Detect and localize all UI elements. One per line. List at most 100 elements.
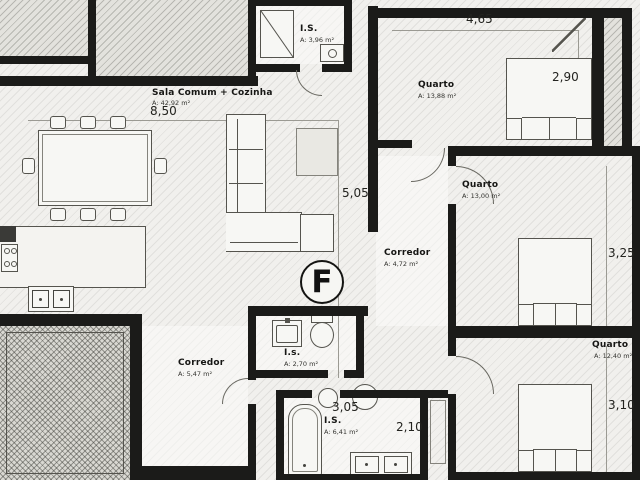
pillow-divider bbox=[549, 118, 550, 139]
wall bbox=[368, 6, 378, 232]
chair bbox=[50, 208, 66, 221]
side-table bbox=[300, 214, 334, 252]
drain-dot bbox=[39, 298, 42, 301]
room-label-quarto-bottom: Quarto bbox=[592, 340, 629, 350]
wall bbox=[0, 76, 258, 86]
sofa-horizontal-arm bbox=[226, 212, 302, 252]
dim-is-bottom-depth: 2,10 bbox=[396, 420, 423, 434]
wall bbox=[344, 370, 364, 378]
sofa-seat-line bbox=[230, 242, 298, 243]
wall bbox=[322, 64, 352, 72]
chair bbox=[110, 208, 126, 221]
wall bbox=[420, 390, 428, 474]
wall bbox=[448, 472, 640, 480]
sofa-back-line bbox=[237, 119, 238, 249]
dim-line bbox=[28, 120, 338, 121]
balcony-area bbox=[0, 326, 130, 480]
balcony-inner-line bbox=[6, 332, 124, 474]
wall bbox=[632, 146, 640, 480]
bed bbox=[518, 384, 592, 472]
bed-line bbox=[533, 449, 577, 450]
wall bbox=[248, 404, 256, 480]
dim-quarto-bottom-depth: 3,10 bbox=[608, 398, 635, 412]
bathtub bbox=[288, 404, 322, 476]
bed-corner bbox=[576, 304, 592, 326]
wall bbox=[340, 390, 448, 398]
bathtub-inner bbox=[292, 408, 318, 472]
dim-is-bottom-width: 3,05 bbox=[332, 400, 359, 414]
washbasin bbox=[320, 44, 344, 62]
room-label-quarto-top: Quarto bbox=[418, 80, 455, 90]
dining-table-inner-line bbox=[42, 134, 148, 202]
wall bbox=[368, 8, 630, 18]
sink-bowl bbox=[32, 290, 49, 308]
kitchen-sink bbox=[28, 286, 74, 312]
unit-letter-badge: F bbox=[300, 260, 344, 304]
kitchen-appliance bbox=[0, 226, 16, 242]
door-leaf bbox=[552, 18, 586, 52]
wall bbox=[256, 370, 328, 378]
sink-bowl bbox=[53, 290, 70, 308]
wall bbox=[356, 306, 364, 378]
shower bbox=[260, 10, 294, 58]
wall bbox=[0, 56, 96, 64]
room-area-quarto-mid: A: 13,00 m² bbox=[462, 192, 501, 200]
room-label-corredor-bottom: Corredor bbox=[178, 358, 225, 368]
basin-bowl bbox=[355, 456, 379, 473]
neighbor-area-hatch bbox=[0, 0, 88, 56]
room-area-quarto-bottom: A: 12,40 m² bbox=[594, 352, 633, 360]
wall bbox=[248, 306, 368, 316]
chair bbox=[110, 116, 126, 129]
toilet-top-circle bbox=[318, 388, 338, 408]
neighbor-area-hatch bbox=[96, 0, 248, 76]
door-arc bbox=[296, 70, 322, 96]
wall bbox=[448, 146, 456, 166]
dim-quarto-top-depth: 2,90 bbox=[552, 70, 579, 84]
room-area-is-top: A: 3,96 m² bbox=[300, 36, 335, 44]
bed-corner bbox=[518, 450, 534, 472]
wall bbox=[344, 0, 352, 72]
dim-line bbox=[606, 166, 607, 326]
bed-corner bbox=[576, 450, 592, 472]
dining-table bbox=[38, 130, 152, 206]
wall bbox=[248, 0, 352, 6]
sofa-cushion-line bbox=[229, 183, 263, 184]
basin-bowl bbox=[384, 456, 408, 473]
sofa-cushion-line bbox=[229, 149, 263, 150]
chair bbox=[80, 208, 96, 221]
wall bbox=[256, 64, 300, 72]
wall bbox=[448, 204, 456, 326]
room-area-is-bottom: A: 6,41 m² bbox=[324, 428, 359, 436]
chair bbox=[50, 116, 66, 129]
wall bbox=[592, 8, 604, 148]
wall bbox=[276, 474, 428, 480]
pillow-divider bbox=[555, 304, 556, 325]
unit-letter: F bbox=[311, 264, 333, 300]
chair bbox=[80, 116, 96, 129]
chair bbox=[22, 158, 35, 174]
room-area-quarto-top: A: 13,88 m² bbox=[418, 92, 457, 100]
bed-line bbox=[522, 117, 576, 118]
burner bbox=[11, 248, 17, 254]
double-washbasin bbox=[350, 452, 412, 476]
room-label-is-bottom: I.S. bbox=[324, 416, 342, 426]
room-label-quarto-mid: Quarto bbox=[462, 180, 499, 190]
wall bbox=[370, 140, 412, 148]
wall bbox=[248, 0, 256, 76]
shower-diagonal bbox=[261, 11, 293, 57]
drain-dot bbox=[303, 464, 306, 467]
pillow-divider bbox=[555, 450, 556, 471]
exterior-strip-hatch bbox=[604, 18, 622, 146]
wall bbox=[448, 326, 640, 338]
room-label-corredor-main: Corredor bbox=[384, 248, 431, 258]
wall bbox=[132, 466, 256, 480]
corridor-main-floor bbox=[376, 156, 448, 326]
bed-corner bbox=[506, 118, 522, 140]
bed-line bbox=[533, 303, 577, 304]
wall bbox=[88, 0, 96, 80]
closet-strip bbox=[430, 400, 446, 464]
burner bbox=[11, 261, 17, 267]
room-label-is-mid: I.s. bbox=[284, 348, 301, 358]
wall bbox=[448, 146, 640, 156]
basin-bowl bbox=[328, 49, 337, 58]
